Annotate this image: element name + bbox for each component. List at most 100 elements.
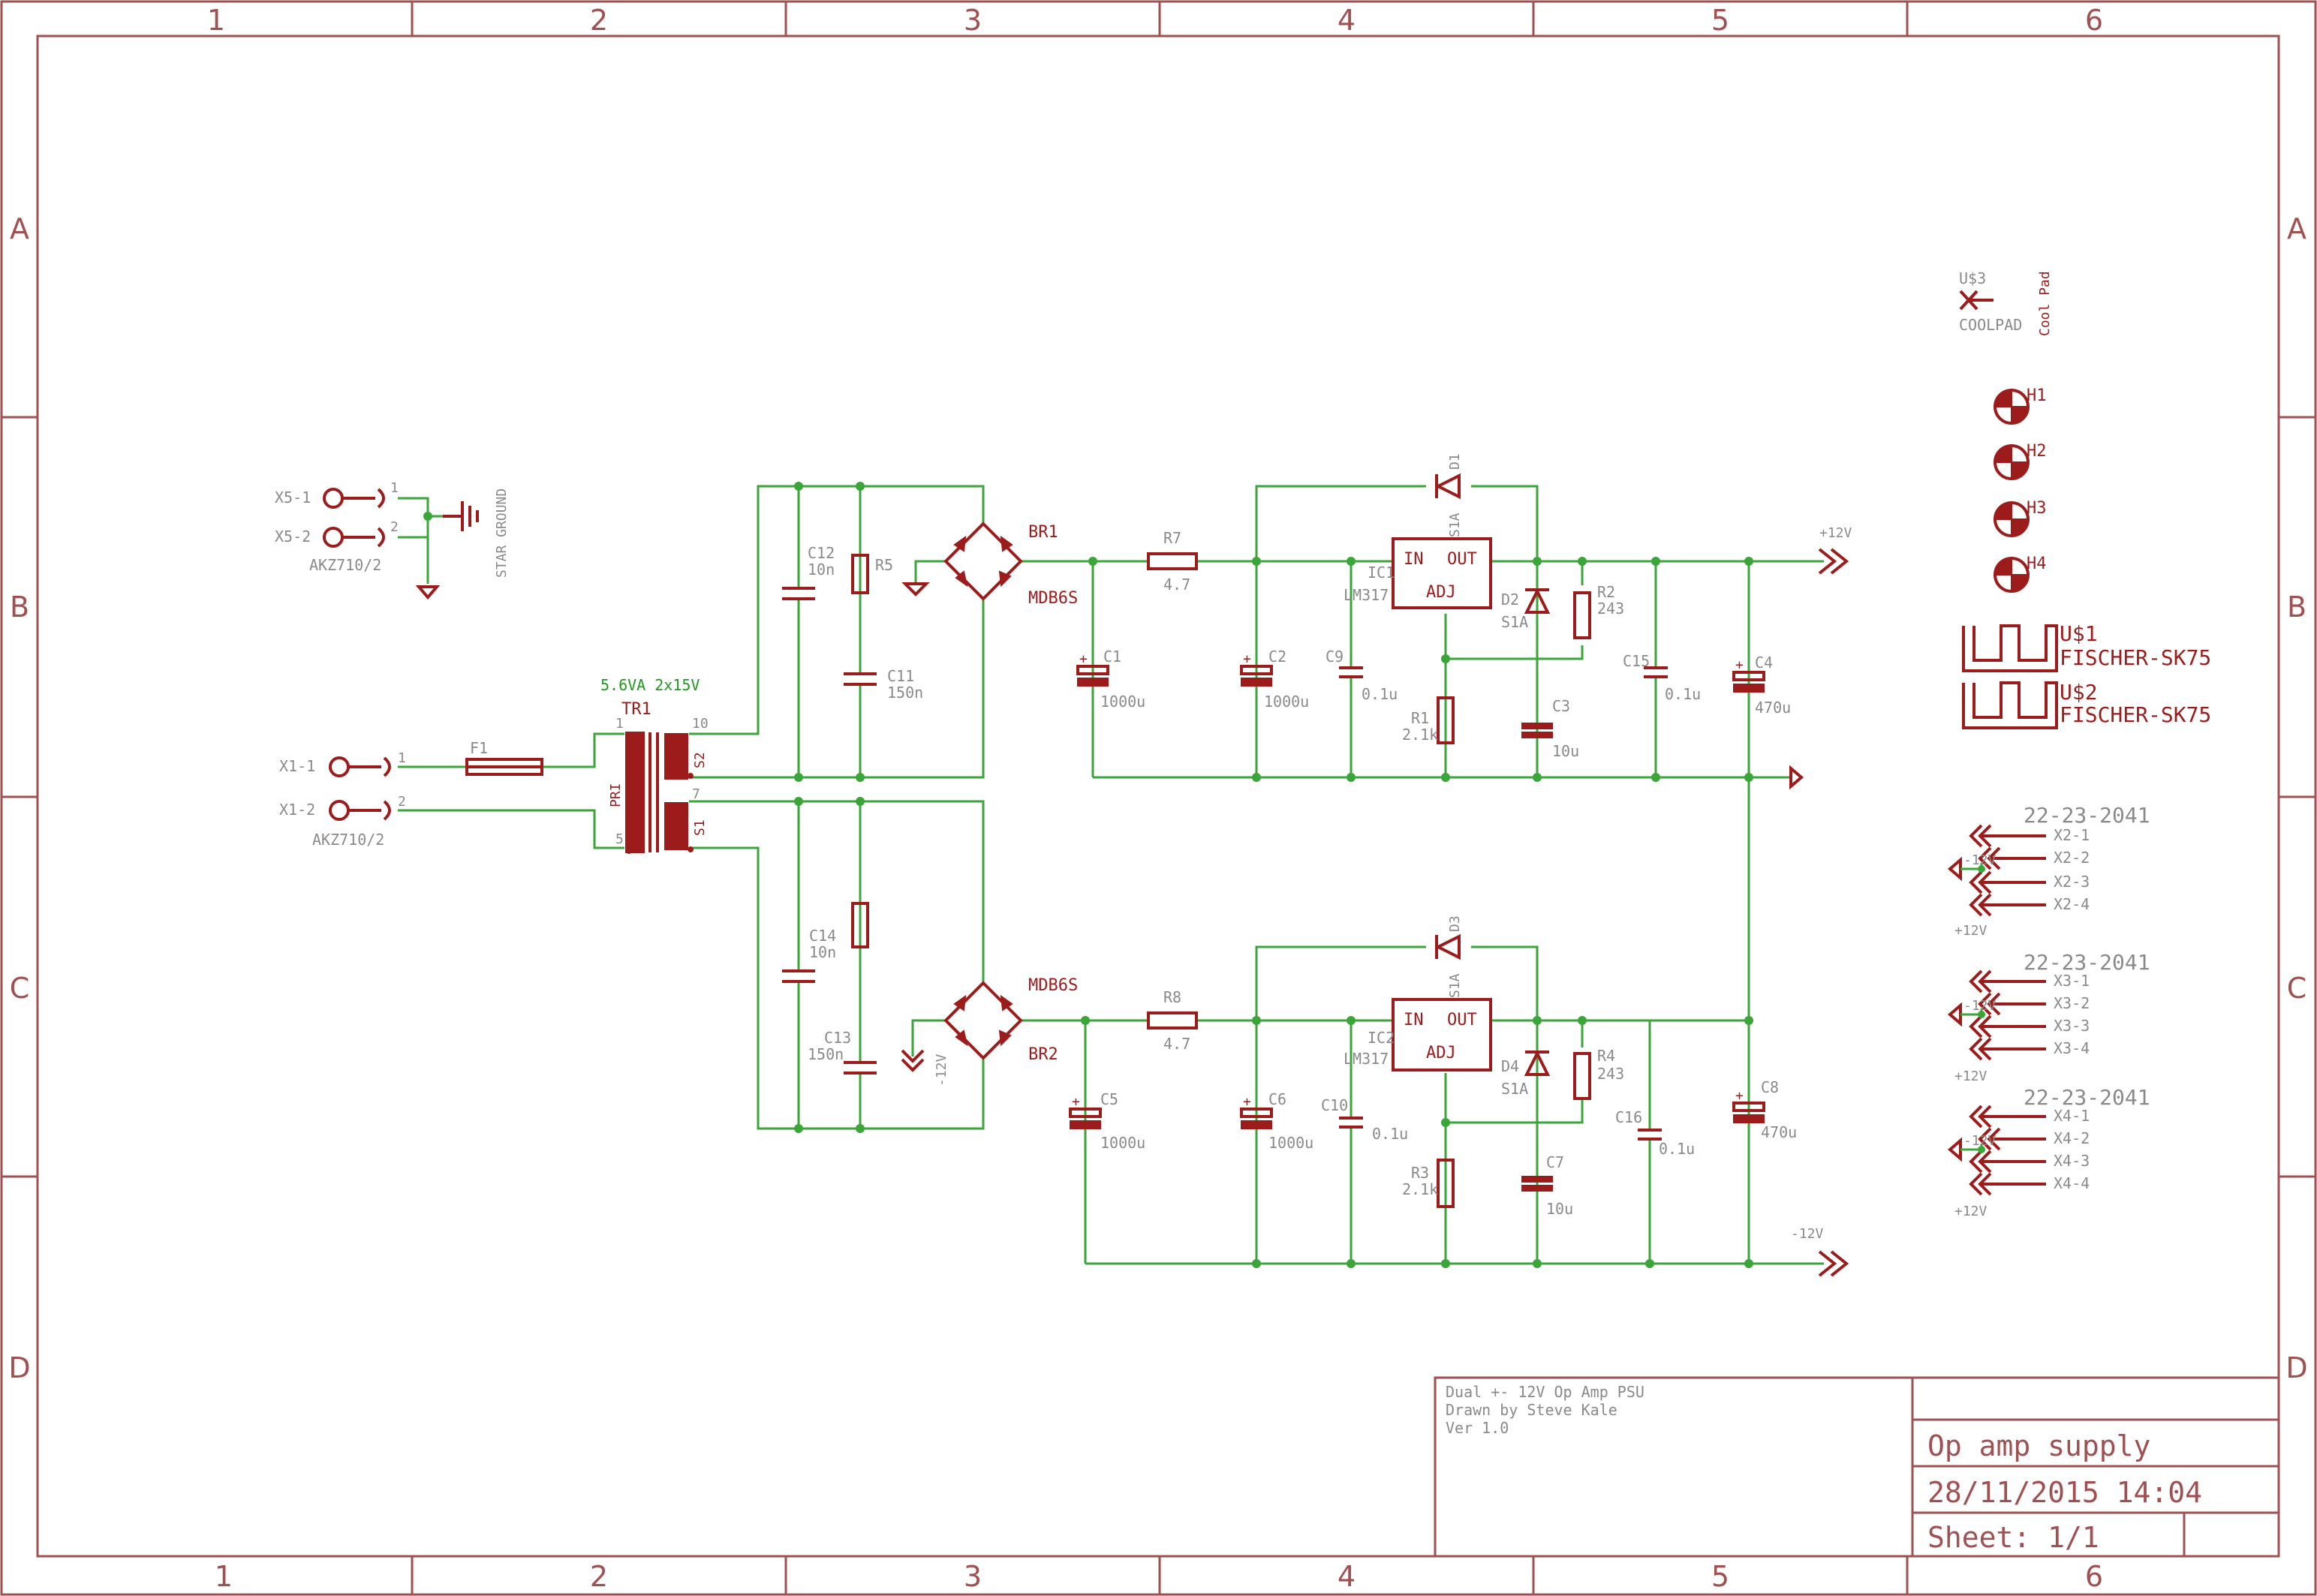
r2-name: R2: [1597, 583, 1615, 601]
ic2-out: OUT: [1447, 1011, 1477, 1029]
diode-d1[interactable]: D1 S1A: [1434, 453, 1463, 537]
x5-2-label: X5-2: [275, 527, 311, 546]
row-label: A: [10, 212, 29, 245]
col-label: 5: [1711, 4, 1729, 37]
fuse-f1[interactable]: F1: [465, 739, 543, 776]
supply-minus12-down-arrow: -12V: [901, 1049, 949, 1087]
bridge-br1[interactable]: BR1 MDB6S: [943, 521, 1078, 608]
c4-name: C4: [1755, 654, 1773, 672]
h1-label: H1: [2027, 386, 2047, 405]
diode-d3[interactable]: D3 S1A: [1434, 915, 1463, 998]
capacitor-c3[interactable]: C3 10u: [1521, 697, 1579, 760]
capacitor-c8[interactable]: + C8 470u: [1732, 1078, 1797, 1141]
resistor-r8[interactable]: R8 4.7: [1147, 988, 1198, 1053]
x5-part-label: AKZ710/2: [309, 556, 381, 574]
s1-label: S1: [692, 819, 708, 836]
desc-line-3: Ver 1.0: [1446, 1419, 1509, 1437]
s2-label: S2: [692, 752, 708, 768]
connector-x3[interactable]: 22-23-2041 -12V +12V X3-1 X3-2 X3-3 X3-4: [1947, 950, 2150, 1084]
diode-d2[interactable]: D2 S1A: [1501, 588, 1551, 631]
c3-name: C3: [1552, 697, 1570, 715]
capacitor-c1[interactable]: + C1 1000u: [1076, 648, 1145, 711]
col-label: 3: [964, 4, 982, 37]
capacitor-c16[interactable]: C16 0.1u: [1615, 1108, 1695, 1158]
col-label: 6: [2085, 1560, 2103, 1593]
pin-label: 1: [398, 750, 406, 766]
hole-h4: [1994, 557, 2030, 593]
heatsink-u2[interactable]: U$2 FISCHER-SK75: [1962, 680, 2211, 729]
diode-d4[interactable]: D4 S1A: [1501, 1050, 1551, 1098]
c6-value: 1000u: [1268, 1134, 1313, 1152]
capacitor-c5[interactable]: + C5 1000u: [1069, 1090, 1145, 1152]
capacitor-c10[interactable]: C10 0.1u: [1321, 1096, 1408, 1143]
polarity-mark: +: [1079, 651, 1088, 667]
c2-name: C2: [1268, 648, 1286, 666]
capacitor-c11[interactable]: C11 150n: [844, 667, 923, 702]
resistor-r5[interactable]: R5: [851, 554, 893, 594]
d1-name: D1: [1447, 453, 1463, 470]
resistor-r3[interactable]: R3 2.1k: [1402, 1159, 1455, 1208]
resistor-r4[interactable]: R4 243: [1573, 1047, 1624, 1100]
transformer-tr1[interactable]: 5.6VA 2x15V TR1 PRI S2 S1 1 5 10 7: [600, 676, 709, 854]
connector-x1[interactable]: X1-1 X1-2 1 2 AKZ710/2: [279, 750, 406, 849]
heatsink-u1[interactable]: U$1 FISCHER-SK75: [1962, 621, 2211, 672]
connector-x5[interactable]: X5-1 X5-2 1 2 AKZ710/2: [275, 480, 399, 574]
connector-x2[interactable]: 22-23-2041 -12V +12V X2-1 X2-2 X2-3 X2-4: [1947, 803, 2150, 939]
coolpad-value: Cool Pad: [2037, 271, 2053, 336]
r3-name: R3: [1411, 1164, 1429, 1182]
pin-label: 10: [692, 716, 709, 732]
d3-value: S1A: [1447, 973, 1463, 998]
ic2-value: LM317: [1344, 1050, 1389, 1068]
resistor-r-bottom[interactable]: [851, 902, 869, 948]
c12-value: 10n: [808, 561, 835, 579]
capacitor-c14[interactable]: C14 10n: [782, 927, 836, 983]
col-label: 5: [1711, 1560, 1729, 1593]
capacitor-c12[interactable]: C12 10n: [782, 544, 835, 600]
c8-name: C8: [1761, 1078, 1779, 1096]
capacitor-c9[interactable]: C9 0.1u: [1326, 648, 1398, 703]
col-label: 3: [964, 1560, 982, 1593]
capacitor-c7[interactable]: C7 10u: [1521, 1153, 1573, 1218]
row-label: C: [10, 972, 30, 1005]
capacitor-c4[interactable]: + C4 470u: [1732, 654, 1791, 717]
capacitor-c13[interactable]: C13 150n: [808, 1029, 877, 1075]
minus12-label: -12V: [934, 1053, 949, 1087]
resistor-r7[interactable]: R7 4.7: [1147, 529, 1198, 594]
hole-h2: [1994, 444, 2030, 480]
c1-value: 1000u: [1100, 693, 1145, 711]
x3-pin1: X3-1: [2054, 972, 2090, 990]
bridge-br2[interactable]: MDB6S BR2: [943, 976, 1078, 1064]
capacitor-c2[interactable]: + C2 1000u: [1240, 648, 1309, 711]
ic2-adj: ADJ: [1426, 1044, 1456, 1062]
resistor-r2[interactable]: R2 243: [1573, 583, 1624, 639]
fuse-label: F1: [470, 739, 488, 757]
r2-value: 243: [1597, 600, 1624, 618]
capacitor-c6[interactable]: + C6 1000u: [1240, 1090, 1313, 1152]
x4-pos: +12V: [1954, 1204, 1988, 1219]
x4-neg: -12V: [1963, 1133, 1997, 1149]
hole-h3: [1994, 501, 2030, 537]
coolpad-u3[interactable]: U$3 COOLPAD Cool Pad: [1959, 269, 2053, 336]
c9-value: 0.1u: [1362, 685, 1398, 703]
resistor-r1[interactable]: R1 2.1k: [1402, 696, 1455, 744]
u2-name: U$2: [2060, 680, 2098, 705]
connector-x4[interactable]: 22-23-2041 -12V +12V X4-1 X4-2 X4-3 X4-4: [1947, 1085, 2150, 1219]
x3-pin3: X3-3: [2054, 1017, 2090, 1035]
ic1-name: IC1: [1368, 564, 1395, 582]
regulator-ic1[interactable]: IN OUT ADJ IC1 LM317: [1344, 537, 1492, 609]
regulator-ic2[interactable]: IN OUT ADJ IC2 LM317: [1344, 998, 1492, 1072]
x4-part: 22-23-2041: [2024, 1085, 2150, 1110]
x4-pin2: X4-2: [2054, 1129, 2090, 1147]
c16-value: 0.1u: [1659, 1140, 1695, 1158]
polarity-mark: +: [1735, 657, 1744, 673]
col-label: 2: [590, 1560, 608, 1593]
c13-value: 150n: [808, 1045, 844, 1063]
c5-name: C5: [1100, 1090, 1118, 1108]
d2-name: D2: [1501, 591, 1519, 609]
junctions: [423, 482, 1753, 1268]
pri-label: PRI: [608, 783, 624, 807]
br1-name: BR1: [1028, 523, 1058, 542]
capacitor-c15[interactable]: C15 0.1u: [1623, 652, 1701, 703]
x4-pin3: X4-3: [2054, 1152, 2090, 1170]
c3-value: 10u: [1552, 742, 1579, 760]
